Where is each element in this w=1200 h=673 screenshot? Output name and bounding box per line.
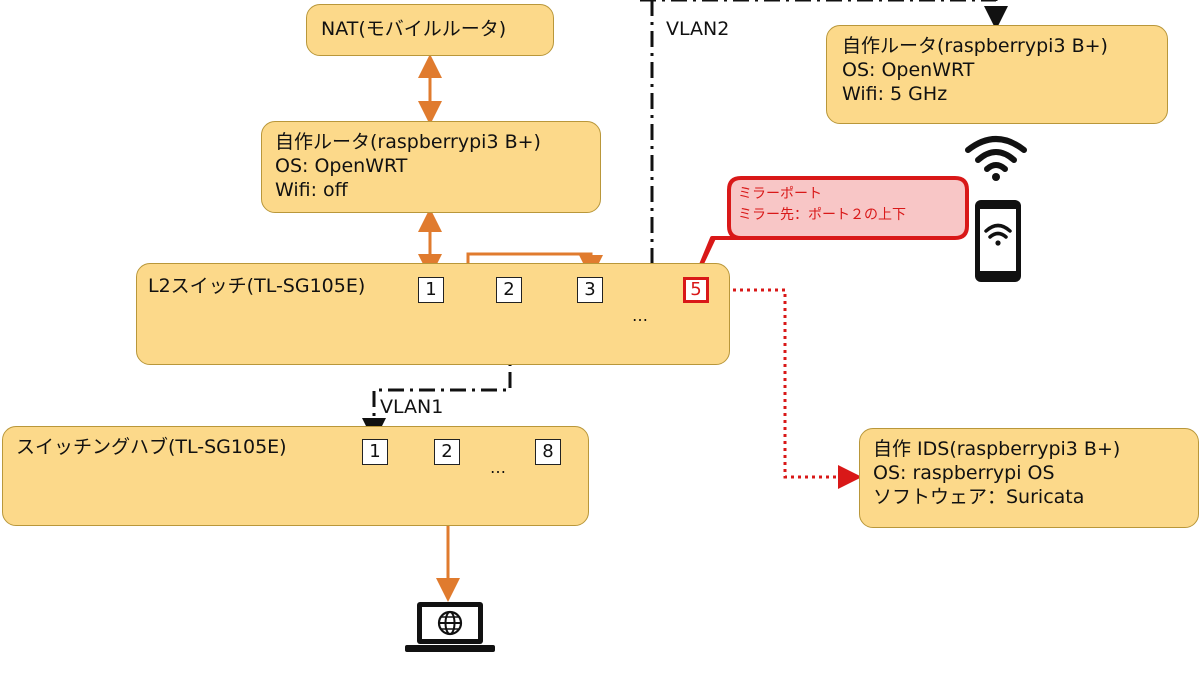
router-node: 自作ルータ(raspberrypi3 B+) OS: OpenWRT Wifi:…: [261, 121, 601, 213]
l2-switch-label: L2スイッチ(TL-SG105E): [148, 275, 366, 297]
callout-title: ミラーポート: [738, 186, 822, 202]
hub-label: スイッチングハブ(TL-SG105E): [16, 436, 287, 458]
router2-wifi: Wifi: 5 GHz: [842, 83, 948, 105]
ids-name: 自作 IDS(raspberrypi3 B+): [873, 438, 1121, 460]
link-vlan2-down: [604, 0, 654, 303]
l2-port-3: 3: [577, 277, 603, 303]
nat-node: NAT(モバイルルータ): [306, 4, 554, 56]
link-vlan2: [640, 0, 1008, 30]
hub-port-1: 1: [362, 439, 388, 465]
l2-port-5: 5: [683, 277, 709, 303]
router2-os: OS: OpenWRT: [842, 59, 975, 81]
hub-ports-ellipsis: …: [490, 458, 507, 477]
l2-port-2: 2: [496, 277, 522, 303]
l2-port-1: 1: [418, 277, 444, 303]
nat-label: NAT(モバイルルータ): [321, 18, 507, 40]
ids-os: OS: raspberrypi OS: [873, 462, 1055, 484]
link-mirror-ids: [712, 288, 862, 489]
router2-name: 自作ルータ(raspberrypi3 B+): [842, 35, 1108, 57]
callout-balloon: [696, 176, 969, 274]
vlan2-label: VLAN2: [666, 18, 730, 40]
router2-node: 自作ルータ(raspberrypi3 B+) OS: OpenWRT Wifi:…: [826, 25, 1168, 124]
router-name: 自作ルータ(raspberrypi3 B+): [275, 131, 541, 153]
smartphone-icon: [975, 200, 1021, 282]
vlan1-label: VLAN1: [380, 396, 444, 418]
mirror-callout: ミラーポート ミラー先：ポート２の上下: [738, 184, 906, 226]
ids-software: ソフトウェア：Suricata: [873, 486, 1085, 508]
hub-node: スイッチングハブ(TL-SG105E): [2, 426, 589, 526]
ids-node: 自作 IDS(raspberrypi3 B+) OS: raspberrypi …: [859, 428, 1199, 528]
wifi-icon: [965, 136, 1027, 181]
hub-port-8: 8: [535, 439, 561, 465]
router-os: OS: OpenWRT: [275, 155, 408, 177]
callout-detail: ミラー先：ポート２の上下: [738, 207, 906, 223]
globe-icon: [437, 610, 463, 636]
laptop-icon: [405, 602, 495, 652]
router-wifi: Wifi: off: [275, 179, 348, 201]
hub-port-2: 2: [434, 439, 460, 465]
l2-ports-ellipsis: …: [632, 306, 649, 325]
